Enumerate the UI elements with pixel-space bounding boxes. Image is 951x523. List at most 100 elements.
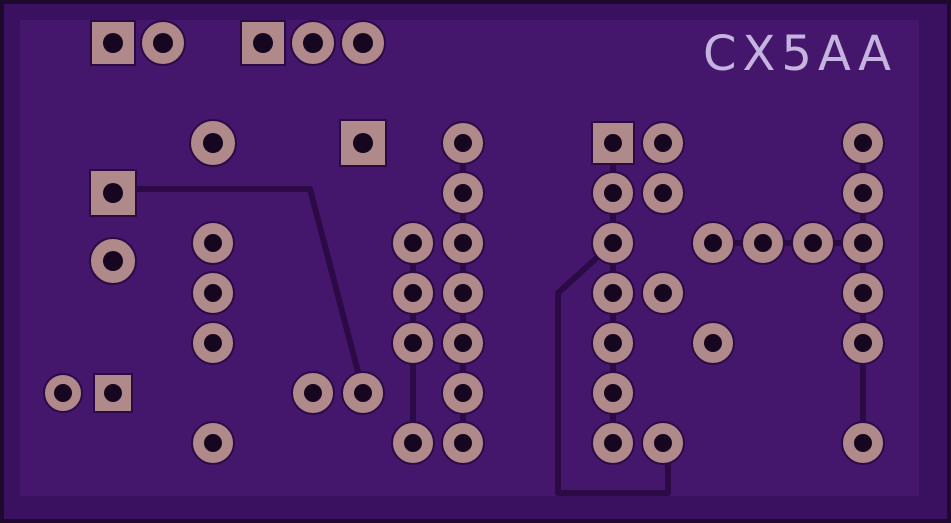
pad-drill-hole: [604, 334, 622, 352]
round-pad: [441, 171, 485, 215]
pad-drill-hole: [404, 434, 422, 452]
round-pad: [391, 321, 435, 365]
round-pad: [140, 20, 186, 66]
round-pad: [191, 221, 235, 265]
pad-drill-hole: [654, 284, 672, 302]
pad-drill-hole: [654, 184, 672, 202]
pad-drill-hole: [854, 284, 872, 302]
pad-drill-hole: [604, 234, 622, 252]
round-pad: [391, 271, 435, 315]
round-pad: [591, 421, 635, 465]
trace-left: [110, 186, 366, 394]
pad-drill-hole: [404, 334, 422, 352]
round-pad: [841, 421, 885, 465]
round-pad: [441, 321, 485, 365]
pad-drill-hole: [204, 234, 222, 252]
round-pad: [841, 271, 885, 315]
pad-drill-hole: [854, 134, 872, 152]
round-pad: [841, 121, 885, 165]
pad-drill-hole: [454, 134, 472, 152]
round-pad: [591, 171, 635, 215]
round-pad: [341, 371, 385, 415]
pad-drill-hole: [204, 284, 222, 302]
round-pad: [641, 171, 685, 215]
round-pad: [691, 221, 735, 265]
round-pad: [191, 421, 235, 465]
square-pad: [240, 20, 286, 66]
round-pad: [340, 20, 386, 66]
round-pad: [441, 221, 485, 265]
round-pad: [191, 321, 235, 365]
pad-drill-hole: [654, 434, 672, 452]
square-pad: [90, 20, 136, 66]
round-pad: [791, 221, 835, 265]
pad-drill-hole: [454, 284, 472, 302]
pad-drill-hole: [704, 334, 722, 352]
square-pad: [89, 169, 137, 217]
pad-drill-hole: [103, 251, 123, 271]
pad-drill-hole: [153, 33, 173, 53]
pad-drill-hole: [854, 234, 872, 252]
pad-drill-hole: [854, 434, 872, 452]
pad-drill-hole: [454, 434, 472, 452]
pad-drill-hole: [304, 384, 322, 402]
round-pad: [189, 119, 237, 167]
round-pad: [291, 371, 335, 415]
pad-drill-hole: [854, 334, 872, 352]
round-pad: [441, 271, 485, 315]
round-pad: [441, 121, 485, 165]
pad-drill-hole: [604, 284, 622, 302]
round-pad: [841, 221, 885, 265]
round-pad: [391, 421, 435, 465]
round-pad: [43, 373, 83, 413]
square-pad: [591, 121, 635, 165]
pad-drill-hole: [404, 284, 422, 302]
pad-drill-hole: [754, 234, 772, 252]
pad-drill-hole: [404, 234, 422, 252]
board-label: CX5AA: [703, 26, 897, 82]
pad-drill-hole: [454, 234, 472, 252]
pad-copper: [591, 121, 635, 165]
round-pad: [591, 271, 635, 315]
pad-drill-hole: [604, 134, 622, 152]
round-pad: [741, 221, 785, 265]
round-pad: [641, 421, 685, 465]
round-pad: [691, 321, 735, 365]
round-pad: [641, 121, 685, 165]
pad-drill-hole: [103, 183, 123, 203]
round-pad: [591, 221, 635, 265]
pad-drill-hole: [253, 33, 273, 53]
round-pad: [641, 271, 685, 315]
pad-drill-hole: [854, 184, 872, 202]
square-pad: [93, 373, 133, 413]
pad-drill-hole: [604, 434, 622, 452]
pad-drill-hole: [203, 133, 223, 153]
pad-drill-hole: [353, 33, 373, 53]
pad-drill-hole: [454, 334, 472, 352]
round-pad: [191, 271, 235, 315]
pad-drill-hole: [54, 384, 72, 402]
round-pad: [290, 20, 336, 66]
pad-layer: [43, 20, 885, 465]
round-pad: [391, 221, 435, 265]
round-pad: [441, 421, 485, 465]
pad-drill-hole: [354, 384, 372, 402]
round-pad: [89, 237, 137, 285]
pad-drill-hole: [204, 334, 222, 352]
pad-drill-hole: [353, 133, 373, 153]
square-pad: [339, 119, 387, 167]
round-pad: [591, 321, 635, 365]
trace-u-shape: [555, 240, 671, 496]
pad-drill-hole: [104, 384, 122, 402]
round-pad: [591, 371, 635, 415]
pad-drill-hole: [454, 184, 472, 202]
pad-drill-hole: [454, 384, 472, 402]
pad-drill-hole: [303, 33, 323, 53]
pad-drill-hole: [654, 134, 672, 152]
pad-drill-hole: [103, 33, 123, 53]
pad-drill-hole: [204, 434, 222, 452]
round-pad: [441, 371, 485, 415]
pad-drill-hole: [604, 184, 622, 202]
round-pad: [841, 321, 885, 365]
